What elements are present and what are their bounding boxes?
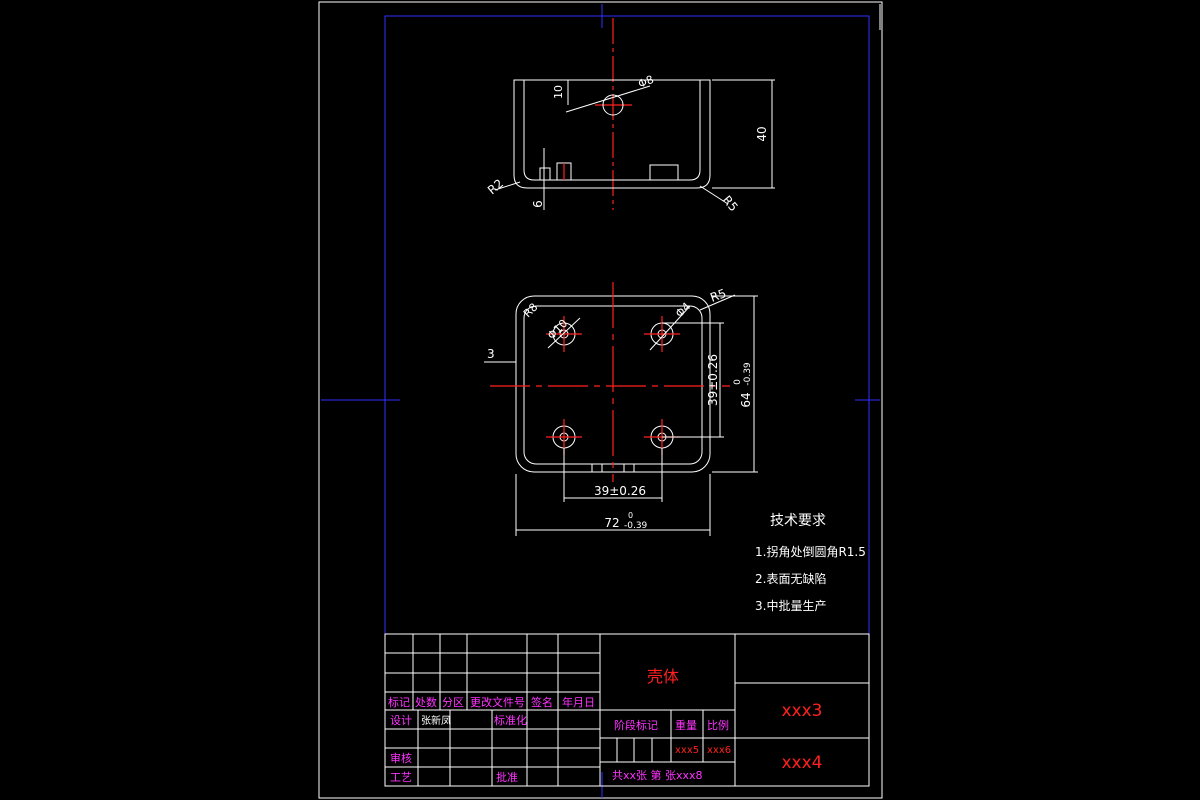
dim-3: 3 [487, 347, 495, 361]
header-change-doc: 更改文件号 [470, 695, 525, 709]
dim-6: 6 [531, 200, 545, 208]
dim-phi8: Φ8 [636, 73, 655, 91]
scale-label: 比例 [707, 718, 729, 732]
dim-10: 10 [552, 85, 565, 99]
tech-requirement-2: 2.表面无缺陷 [755, 571, 826, 586]
dim-72: 72 [604, 516, 619, 530]
stage-label: 阶段标记 [614, 718, 658, 732]
standardize-label: 标准化 [494, 713, 527, 727]
drawing-number-1: xxx3 [782, 701, 823, 721]
drawing-number-2: xxx4 [782, 753, 823, 773]
top-view-dimensions: R8 Φ10 Φ4 R5 3 39±0.26 64 0 -0.39 39±0.2… [484, 286, 758, 536]
design-label: 设计 [390, 714, 412, 727]
dim-39-vertical: 39±0.26 [706, 354, 720, 406]
tech-requirement-3: 3.中批量生产 [755, 598, 826, 613]
dim-64-tol-upper: 0 [733, 379, 743, 385]
dim-64: 64 [739, 392, 753, 407]
outer-border [318, 1, 883, 799]
approve-label: 批准 [496, 770, 518, 784]
dim-72-tol-lower: -0.39 [624, 521, 648, 531]
header-count: 处数 [415, 696, 437, 709]
tech-requirements: 技术要求 1.拐角处倒圆角R1.5 2.表面无缺陷 3.中批量生产 [755, 513, 866, 613]
review-label: 审核 [390, 751, 412, 765]
dim-phi10: Φ10 [545, 317, 570, 342]
weight-value: xxx5 [675, 745, 699, 756]
front-view-dimensions: 10 Φ8 40 R2 R5 6 [485, 73, 775, 214]
dim-40: 40 [755, 126, 769, 141]
header-date: 年月日 [562, 695, 595, 709]
dim-72-tol-upper: 0 [628, 511, 633, 520]
dim-39-horizontal: 39±0.26 [594, 484, 646, 498]
header-zone: 分区 [442, 696, 464, 709]
process-label: 工艺 [390, 771, 412, 784]
part-name: 壳体 [647, 667, 679, 686]
dim-phi4: Φ4 [673, 300, 693, 320]
title-block: 壳体 xxx3 xxx4 标记 处数 分区 更改文件号 签名 年月日 设计 张新… [384, 633, 870, 787]
header-mark: 标记 [388, 695, 410, 709]
front-view [513, 18, 711, 210]
weight-label: 重量 [675, 718, 697, 732]
sheet-text: 共xx张 第 张xxx8 [612, 768, 703, 782]
dim-64-tol-lower: -0.39 [743, 362, 753, 386]
tech-requirement-1: 1.拐角处倒圆角R1.5 [755, 544, 866, 559]
designer-name: 张新凤 [421, 714, 451, 727]
tech-requirements-title: 技术要求 [770, 513, 826, 529]
inner-border [384, 15, 870, 787]
dim-r5: R5 [720, 193, 741, 214]
centering-marks [321, 4, 881, 798]
scale-value: xxx6 [707, 745, 731, 756]
dim-r2: R2 [485, 176, 506, 197]
top-view [490, 282, 730, 482]
header-signature: 签名 [531, 695, 553, 709]
